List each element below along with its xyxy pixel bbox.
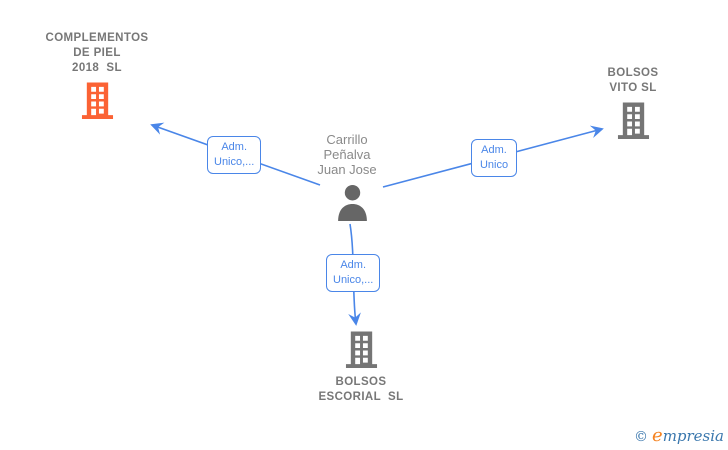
building-icon — [617, 102, 650, 140]
company-node-bolsos-vito[interactable]: BOLSOS VITO SL — [553, 66, 713, 140]
person-icon — [336, 184, 369, 221]
company-name-line: DE PIEL — [73, 47, 121, 59]
building-icon — [345, 331, 378, 369]
person-name-line: Peñalva — [323, 147, 371, 162]
brand-initial: e — [652, 425, 663, 446]
company-name-line: BOLSOS — [335, 376, 387, 388]
copyright-icon: © — [634, 429, 649, 445]
company-node-bolsos-escorial[interactable]: BOLSOS ESCORIAL SL — [281, 331, 441, 405]
company-name-label: COMPLEMENTOS DE PIEL 2018 SL — [46, 31, 149, 76]
building-icon — [81, 82, 114, 120]
person-node-carrillo-penalva[interactable]: Carrillo Peñalva Juan Jose — [267, 132, 427, 221]
relationship-label-adm-unico-vito[interactable]: Adm. Unico — [471, 139, 517, 177]
company-name-line: ESCORIAL SL — [318, 391, 404, 403]
relationship-label-adm-unico-complementos[interactable]: Adm. Unico,... — [207, 136, 262, 174]
company-name-line: COMPLEMENTOS — [45, 32, 149, 44]
company-name-line: VITO SL — [609, 82, 657, 94]
person-name-line: Juan Jose — [317, 162, 377, 177]
person-name-label: Carrillo Peñalva Juan Jose — [317, 132, 376, 177]
brand-name: mpresia — [662, 427, 724, 445]
person-name-line: Carrillo — [326, 132, 368, 147]
company-node-complementos-de-piel[interactable]: COMPLEMENTOS DE PIEL 2018 SL — [17, 31, 177, 120]
empresia-watermark: ©empresia — [634, 427, 724, 446]
relationship-label-adm-unico-escorial[interactable]: Adm. Unico,... — [326, 254, 381, 292]
company-name-line: 2018 SL — [72, 62, 122, 74]
company-name-line: BOLSOS — [607, 67, 659, 79]
company-name-label: BOLSOS ESCORIAL SL — [318, 375, 403, 405]
company-name-label: BOLSOS VITO SL — [608, 66, 659, 96]
